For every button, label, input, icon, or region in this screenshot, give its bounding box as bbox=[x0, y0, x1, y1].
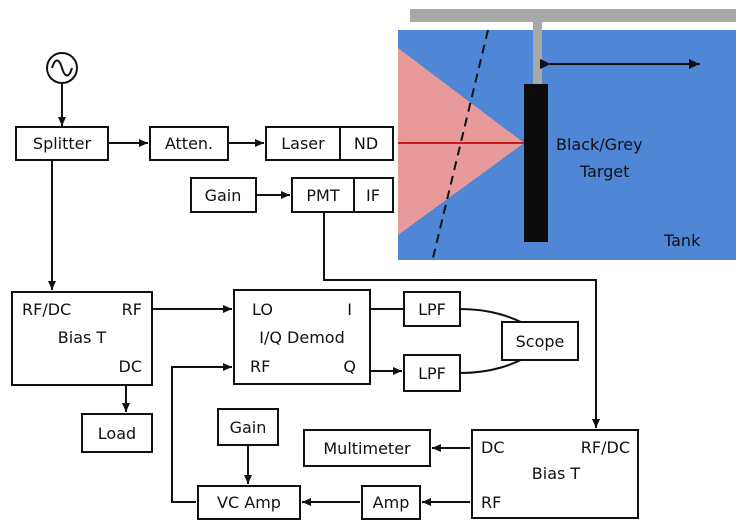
bias-t-left-name: Bias T bbox=[58, 328, 107, 347]
atten-block: Atten. bbox=[149, 126, 229, 161]
translation-rail bbox=[410, 9, 736, 22]
bias-t-left-rfdc-label: RF/DC bbox=[22, 300, 71, 319]
bias-t-right-dc-label: DC bbox=[481, 438, 505, 457]
nd-label: ND bbox=[354, 134, 378, 153]
lpf-bottom-label: LPF bbox=[418, 364, 446, 383]
splitter-label: Splitter bbox=[33, 134, 92, 153]
target-bar bbox=[524, 84, 548, 242]
scope-block: Scope bbox=[501, 321, 579, 361]
load-label: Load bbox=[98, 424, 136, 443]
iq-demod-block: LO I I/Q Demod RF Q bbox=[233, 289, 371, 385]
bias-t-right-name: Bias T bbox=[532, 464, 581, 483]
multimeter-label: Multimeter bbox=[323, 439, 411, 458]
vc-amp-block: VC Amp bbox=[197, 485, 301, 520]
lpf-top-label: LPF bbox=[418, 300, 446, 319]
pmt-block: PMT bbox=[291, 177, 355, 213]
target-mount-rod bbox=[533, 22, 542, 84]
target-label-line2: Target bbox=[579, 162, 630, 181]
bias-t-right-block: DC RF/DC Bias T RF bbox=[471, 429, 639, 519]
amp-block: Amp bbox=[361, 485, 421, 520]
connection-wires bbox=[48, 83, 600, 506]
iq-i-label: I bbox=[347, 300, 352, 319]
amp-label: Amp bbox=[373, 493, 410, 512]
atten-label: Atten. bbox=[165, 134, 213, 153]
gain-bottom-label: Gain bbox=[230, 418, 267, 437]
gain-top-block: Gain bbox=[190, 177, 257, 213]
gain-top-label: Gain bbox=[205, 186, 242, 205]
bias-t-left-rf-label: RF bbox=[122, 300, 142, 319]
laser-block: Laser bbox=[265, 126, 341, 161]
bias-t-left-dc-label: DC bbox=[119, 357, 143, 376]
splitter-block: Splitter bbox=[15, 126, 109, 161]
pmt-label: PMT bbox=[306, 186, 339, 205]
bias-t-right-rfdc-label: RF/DC bbox=[581, 438, 630, 457]
if-filter-block: IF bbox=[353, 177, 394, 213]
iq-demod-name: I/Q Demod bbox=[259, 328, 344, 347]
iq-rf-label: RF bbox=[250, 357, 270, 376]
lpf-top-block: LPF bbox=[403, 291, 461, 327]
bias-t-right-rf-label: RF bbox=[481, 493, 501, 512]
load-block: Load bbox=[81, 413, 153, 453]
vc-amp-label: VC Amp bbox=[217, 493, 281, 512]
nd-filter-block: ND bbox=[339, 126, 394, 161]
iq-q-label: Q bbox=[343, 357, 356, 376]
if-label: IF bbox=[366, 186, 380, 205]
laser-label: Laser bbox=[281, 134, 325, 153]
beam-cone bbox=[398, 48, 524, 235]
gain-bottom-block: Gain bbox=[217, 408, 279, 446]
lpf-bottom-block: LPF bbox=[403, 354, 461, 392]
scope-label: Scope bbox=[516, 332, 565, 351]
signal-source-icon bbox=[46, 52, 78, 84]
bias-t-left-block: RF/DC RF Bias T DC bbox=[11, 291, 153, 386]
target-label-line1: Black/Grey bbox=[556, 135, 643, 154]
multimeter-block: Multimeter bbox=[303, 429, 431, 467]
tank-label: Tank bbox=[663, 231, 701, 250]
window-dashed-line bbox=[431, 30, 489, 260]
iq-lo-label: LO bbox=[252, 300, 273, 319]
